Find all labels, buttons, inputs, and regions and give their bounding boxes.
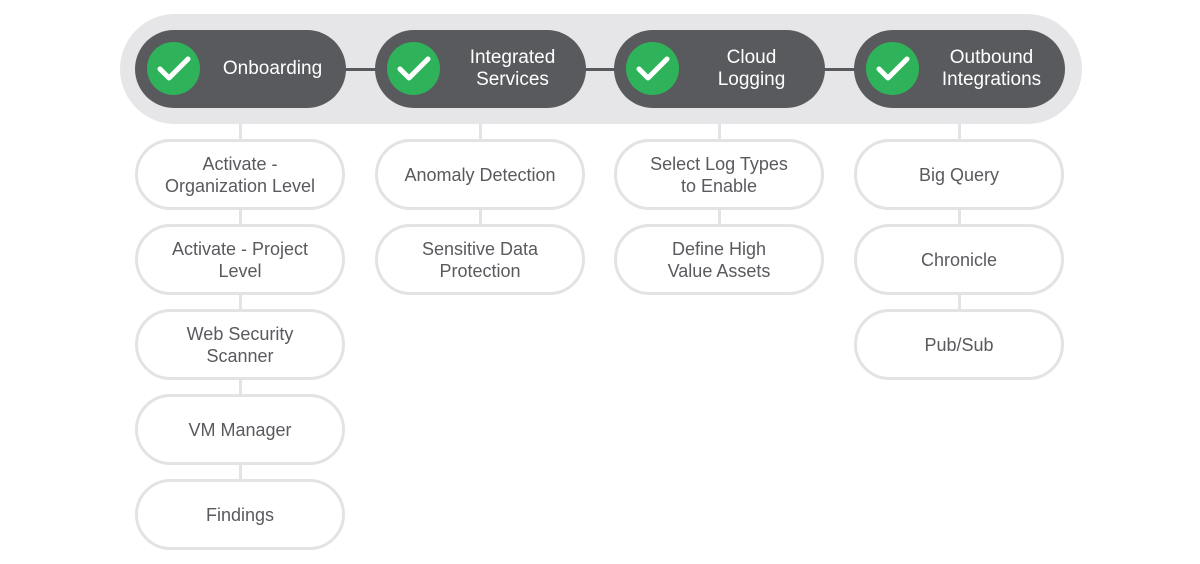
task-chronicle: Chronicle (854, 224, 1064, 295)
task-define-high-value-assets: Define High Value Assets (614, 224, 824, 295)
check-icon (866, 42, 919, 95)
stage-label: Onboarding (222, 58, 323, 79)
task-findings: Findings (135, 479, 345, 550)
check-icon (387, 42, 440, 95)
task-web-security-scanner: Web Security Scanner (135, 309, 345, 380)
stage-cloud-logging: Cloud Logging (614, 30, 825, 108)
stage-label: Integrated Services (469, 47, 556, 90)
check-icon (626, 42, 679, 95)
task-anomaly-detection: Anomaly Detection (375, 139, 585, 210)
stage-connector (583, 68, 617, 71)
task-activate-project-level: Activate - Project Level (135, 224, 345, 295)
check-icon (147, 42, 200, 95)
stage-integrated-services: Integrated Services (375, 30, 586, 108)
task-pub-sub: Pub/Sub (854, 309, 1064, 380)
stage-connector (344, 68, 378, 71)
task-select-log-types: Select Log Types to Enable (614, 139, 824, 210)
stage-connector (822, 68, 856, 71)
stage-onboarding: Onboarding (135, 30, 346, 108)
task-activate-organization-level: Activate - Organization Level (135, 139, 345, 210)
task-vm-manager: VM Manager (135, 394, 345, 465)
stage-outbound-integrations: Outbound Integrations (854, 30, 1065, 108)
column-connector-line (958, 124, 961, 314)
task-big-query: Big Query (854, 139, 1064, 210)
task-sensitive-data-protection: Sensitive Data Protection (375, 224, 585, 295)
stage-label: Outbound Integrations (941, 47, 1042, 90)
stage-label: Cloud Logging (717, 47, 786, 90)
column-connector-line (239, 124, 242, 484)
